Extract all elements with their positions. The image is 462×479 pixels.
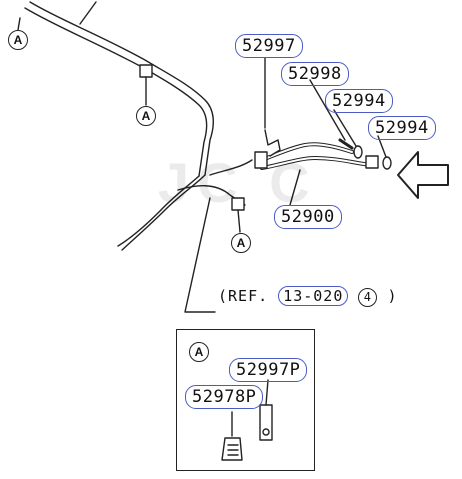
brake-line-upper (29, 1, 214, 176)
reference-label[interactable]: (REF. 13-020 4 ) (218, 286, 398, 307)
washer-52994-a (353, 145, 363, 159)
callout-a-2: A (136, 106, 156, 126)
washer-52994-b (382, 156, 392, 170)
callout-a-1: A (8, 30, 28, 50)
part-number-52998[interactable]: 52998 (281, 62, 349, 86)
brake-hose-52900-inner (261, 143, 353, 161)
detail-inset-a: A 52997P 52978P (176, 329, 315, 471)
part-number-52994-b[interactable]: 52994 (368, 116, 436, 140)
leader-ref (184, 197, 216, 313)
part-number-52997[interactable]: 52997 (235, 34, 303, 58)
inset-leader-52997p (265, 379, 269, 406)
brake-line-lower-inner (117, 175, 200, 247)
reference-suffix: ) (387, 287, 398, 305)
hollow-left-arrow-icon (397, 151, 449, 199)
hose-lower-inner (261, 157, 371, 169)
part-number-52978p[interactable]: 52978P (185, 385, 264, 409)
bracket-52997 (264, 129, 281, 157)
part-number-52997p[interactable]: 52997P (229, 358, 308, 382)
callout-a-3: A (231, 233, 251, 253)
reference-circle: 4 (358, 288, 378, 307)
inset-clip-hole (262, 428, 270, 436)
brake-line-upper-inner (24, 7, 208, 177)
leader-52900 (289, 169, 301, 206)
brake-line-lower (121, 174, 206, 251)
pointer-line-top (79, 1, 97, 25)
reference-code[interactable]: 13-020 (278, 286, 349, 306)
reference-prefix: (REF. (218, 287, 269, 305)
bolt-52998 (338, 138, 354, 150)
union-fitting (365, 155, 379, 169)
part-number-52994-a[interactable]: 52994 (325, 89, 393, 113)
inset-bolt-thread (227, 444, 239, 456)
watermark-text: JC C (158, 151, 318, 214)
part-number-52900[interactable]: 52900 (274, 205, 342, 229)
brake-line-rear-2 (209, 159, 253, 176)
callout-a-inset: A (189, 342, 209, 362)
leader-a1 (17, 17, 21, 31)
leader-a3 (237, 209, 241, 233)
brake-line-rear (177, 185, 246, 206)
clip-upper (139, 64, 153, 78)
fitting-hose-end (254, 151, 268, 169)
leader-52994a (333, 109, 357, 147)
